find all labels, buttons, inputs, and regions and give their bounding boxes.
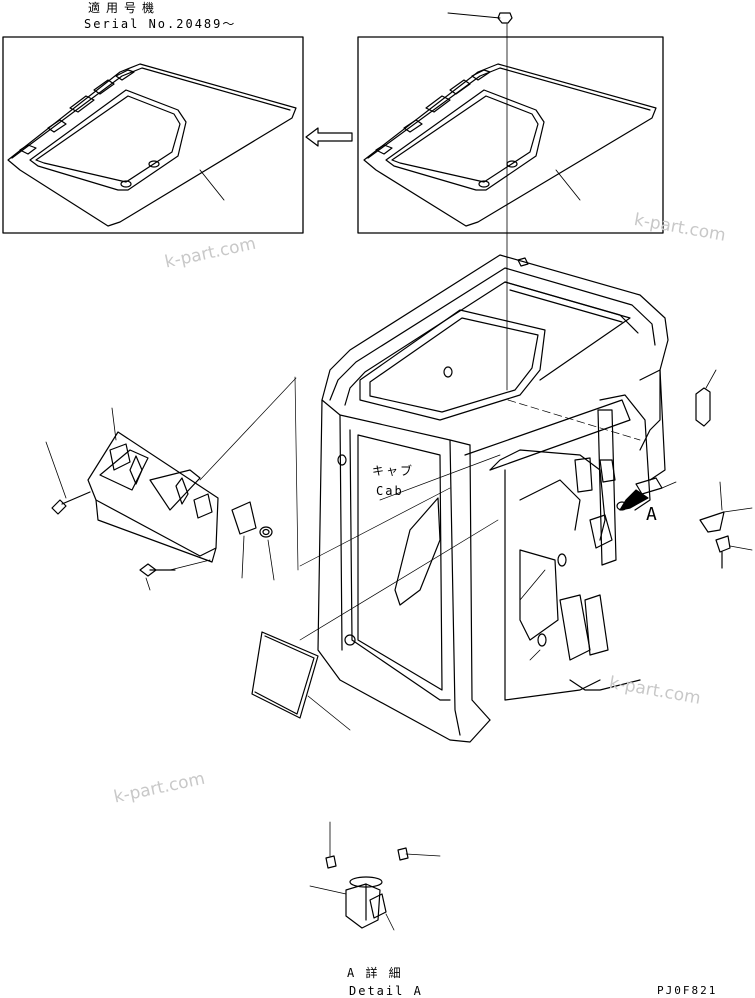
applicable-serial-title: 適用号機 [88,1,161,15]
inset-box-new-roof [2,36,304,234]
left-panel-assembly [45,376,451,591]
detail-a-title-japanese: A 詳 細 [347,966,403,980]
detail-a-assembly [309,821,441,931]
right-side-parts [619,369,753,569]
cab-body [317,254,669,743]
reference-line-roof [507,399,641,441]
cab-label-japanese: キャブ [372,464,415,478]
sheet-part [251,519,499,731]
top-bolt [447,12,513,391]
replacement-arrow [305,127,353,147]
inset-box-old-roof [357,36,664,234]
cab-label-english: Cab [376,484,404,498]
serial-number-range: Serial No.20489～ [84,17,237,31]
detail-a-marker: A [646,504,659,525]
detail-a-title-english: Detail A [349,984,423,998]
figure-code: PJ0F821 [657,984,718,997]
